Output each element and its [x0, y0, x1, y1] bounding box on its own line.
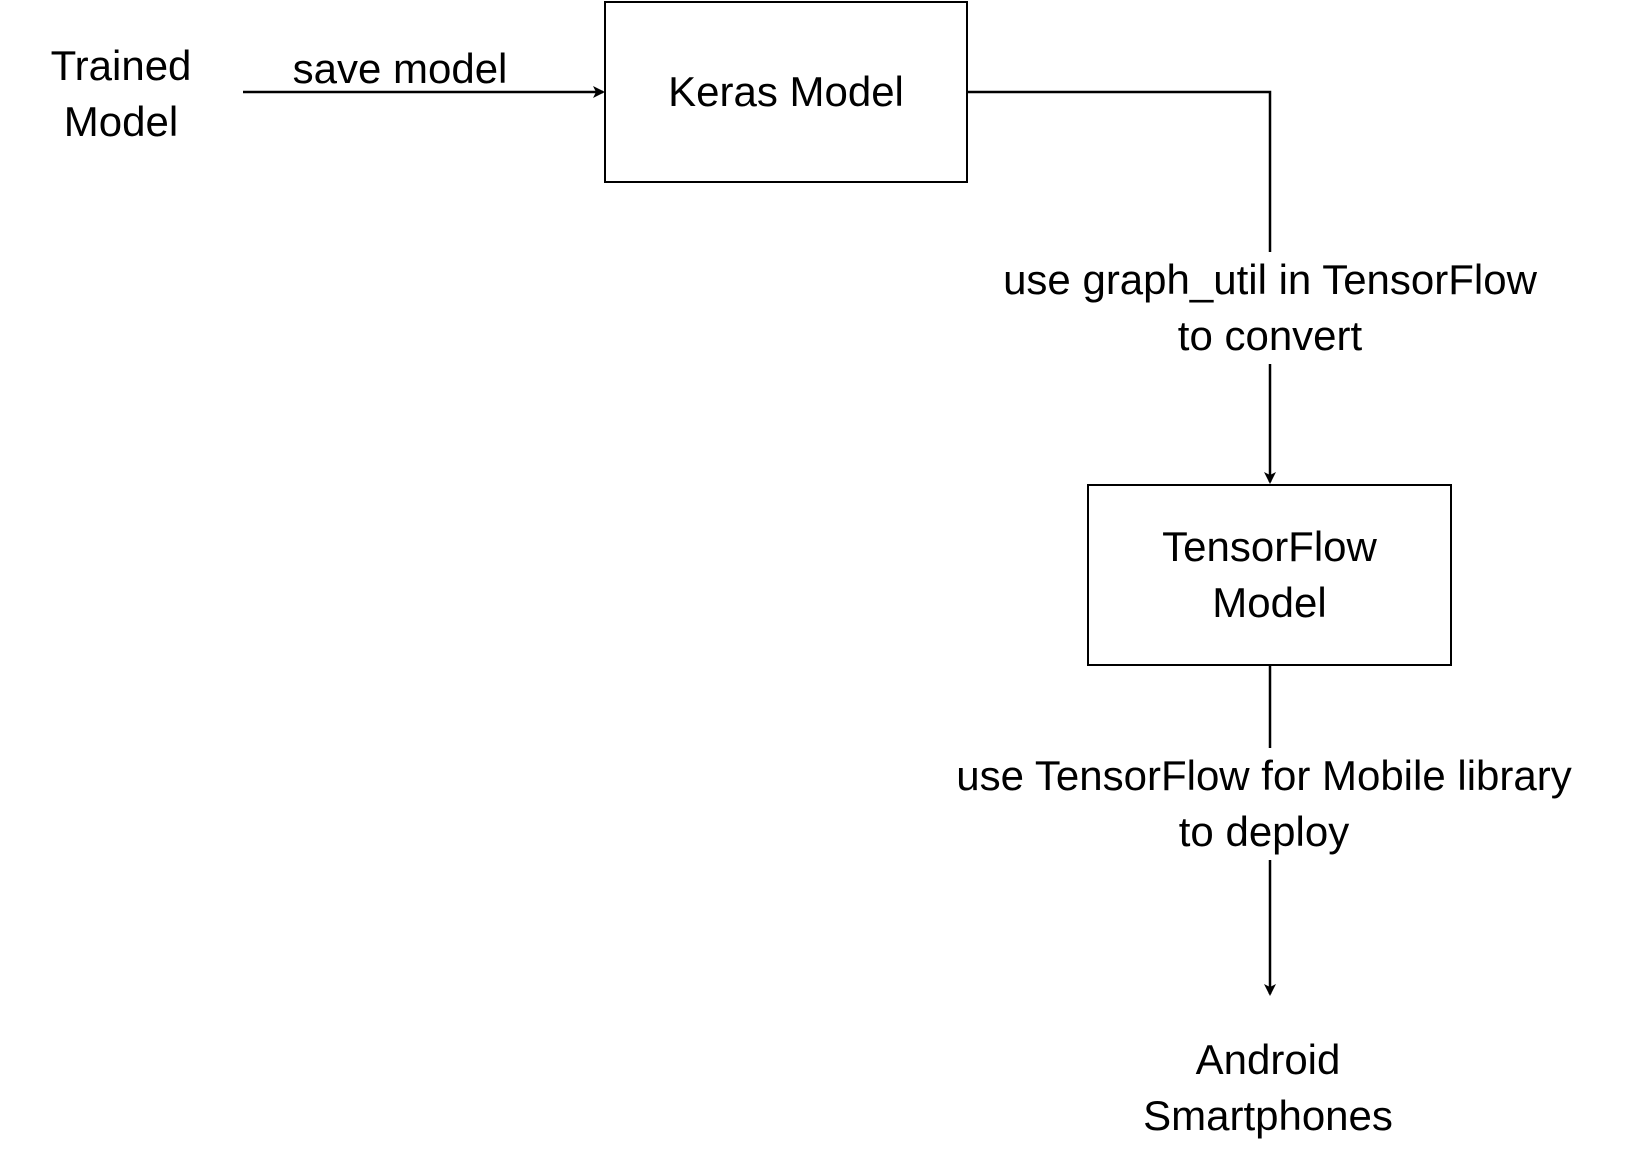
node-keras-model: Keras Model	[604, 1, 968, 183]
edge-deploy-line-2: to deploy	[1178, 808, 1350, 855]
node-android-smartphones-line-2: Smartphones	[1143, 1092, 1393, 1139]
node-tensorflow-model-line-1: TensorFlow	[1162, 523, 1377, 570]
edge-save-model-label: save model	[293, 41, 508, 97]
node-trained-model: Trained Model	[51, 38, 192, 150]
edge-convert-line-2: to convert	[1177, 312, 1363, 359]
node-tensorflow-model: TensorFlow Model	[1087, 484, 1452, 666]
node-trained-model-line-2: Model	[63, 98, 179, 145]
node-android-smartphones: Android Smartphones	[1143, 1032, 1393, 1144]
node-tensorflow-model-line-2: Model	[1212, 579, 1327, 626]
node-keras-model-label: Keras Model	[668, 68, 904, 115]
node-android-smartphones-line-1: Android	[1195, 1036, 1341, 1083]
edge-save-model-text: save model	[292, 45, 508, 92]
edge-convert-label: use graph_util in TensorFlow to convert	[999, 252, 1541, 364]
edge-deploy-line-1: use TensorFlow for Mobile library	[956, 752, 1572, 799]
node-trained-model-line-1: Trained	[50, 42, 192, 89]
edge-deploy-label: use TensorFlow for Mobile library to dep…	[952, 748, 1576, 860]
edge-convert-line-1: use graph_util in TensorFlow	[1003, 256, 1537, 303]
